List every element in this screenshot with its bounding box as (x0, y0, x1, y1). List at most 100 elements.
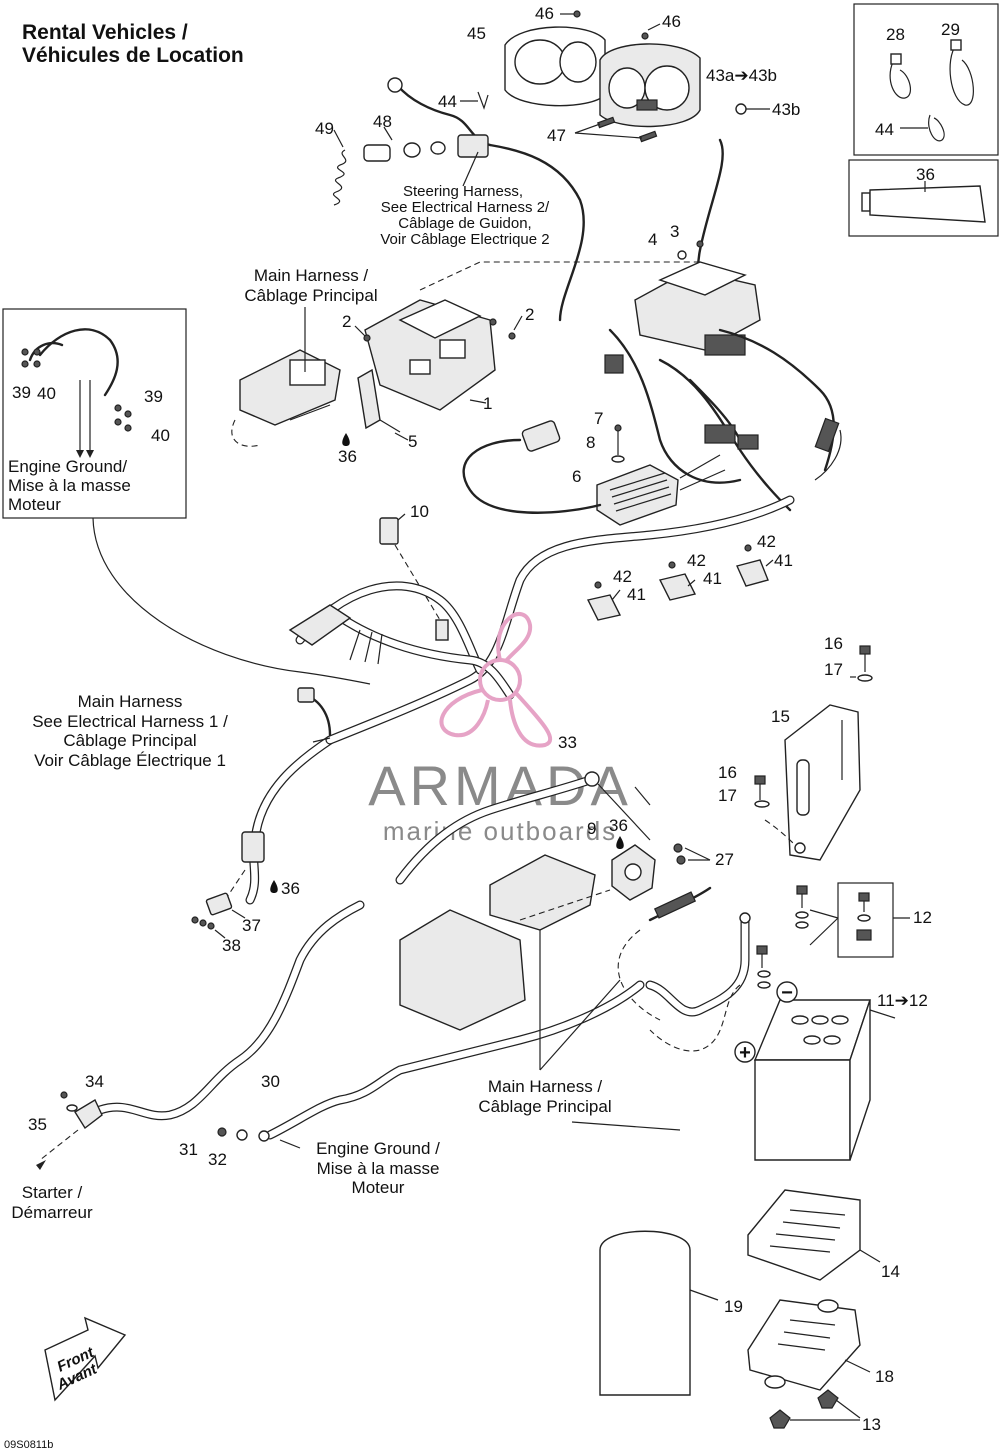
main-top-line-1: Main Harness / (254, 266, 369, 285)
callout-34: 34 (85, 1072, 104, 1091)
starter-line-1: Starter / (22, 1183, 83, 1202)
callout-35: 35 (28, 1115, 47, 1134)
battery-11 (734, 981, 871, 1161)
callout-41c: 41 (774, 551, 793, 570)
cable-tie-29 (949, 39, 974, 106)
callout-2a: 2 (342, 312, 351, 331)
callout-45: 45 (467, 24, 486, 43)
callout-42b: 42 (687, 551, 706, 570)
lanyard-post-48 (363, 126, 489, 162)
caption-starter: Starter / Démarreur (11, 1183, 93, 1222)
caption-engine-ground-bottom: Engine Ground / Mise à la masse Moteur (316, 1139, 440, 1197)
callout-48: 48 (373, 112, 392, 131)
callout-30: 30 (261, 1072, 280, 1091)
callout-11-12: 11➔12 (877, 991, 928, 1010)
main-bottom-line-2: Câblage Principal (478, 1097, 611, 1116)
callout-44-inset: 44 (875, 120, 894, 139)
callout-17a: 17 (824, 660, 843, 679)
callout-43: 43a➔43b (706, 66, 777, 85)
grease-tube-inset (848, 159, 999, 237)
callout-19: 19 (724, 1297, 743, 1316)
callout-39b: 39 (144, 387, 163, 406)
engine-ground-inset-line-3: Moteur (8, 495, 61, 514)
callout-1: 1 (483, 394, 492, 413)
grommets-13 (769, 1389, 861, 1429)
callout-36-inset: 36 (916, 165, 935, 184)
leader-lines (289, 151, 896, 1131)
hardware-inset-12 (837, 882, 894, 958)
screws-46 (560, 10, 661, 40)
callout-42a: 42 (613, 567, 632, 586)
battery-holder-18 (747, 1299, 871, 1391)
starter-line-2: Démarreur (11, 1203, 93, 1222)
callout-14: 14 (881, 1262, 900, 1281)
callout-10: 10 (410, 502, 429, 521)
steering-line-2: See Electrical Harness 2/ (381, 199, 550, 216)
battery-tray-14 (747, 1189, 881, 1281)
fuse-holder-upper (604, 261, 761, 374)
callout-38: 38 (222, 936, 241, 955)
callout-15: 15 (771, 707, 790, 726)
callout-43b: 43b (772, 100, 800, 119)
callout-5: 5 (408, 432, 417, 451)
upper-harness-bundle (608, 328, 842, 512)
callout-46b: 46 (662, 12, 681, 31)
callout-46a: 46 (535, 4, 554, 23)
callout-32: 32 (208, 1150, 227, 1169)
callout-41b: 41 (703, 569, 722, 588)
callout-39a: 39 (12, 383, 31, 402)
support-bracket-1 (364, 261, 700, 411)
engine-ground-bottom-line-1: Engine Ground / (316, 1139, 440, 1158)
engine-ground-inset-line-1: Engine Ground/ (8, 457, 127, 476)
hardware-12 (809, 892, 910, 946)
callout-29: 29 (941, 20, 960, 39)
caption-engine-ground-inset: Engine Ground/ Mise à la masse Moteur (8, 457, 131, 514)
caption-main-harness-bottom: Main Harness / Câblage Principal (478, 1077, 611, 1116)
callout-41a: 41 (627, 585, 646, 604)
clip-44 (460, 91, 489, 110)
callout-37: 37 (242, 916, 261, 935)
callout-40b: 40 (151, 426, 170, 445)
armada-logo (439, 612, 553, 748)
gauge-bezel-45 (504, 26, 606, 107)
seals-38 (191, 916, 226, 939)
battery-minus-symbol: − (781, 982, 793, 1004)
callout-40a: 40 (37, 384, 56, 403)
steering-line-1: Steering Harness, (403, 183, 523, 200)
callout-12: 12 (913, 908, 932, 927)
callout-47: 47 (547, 126, 566, 145)
cable-tie-44-inset (900, 114, 945, 142)
callout-4: 4 (648, 230, 657, 249)
bulb-43b (735, 103, 747, 115)
fuse-holder-left (231, 349, 341, 447)
battery-plus-symbol: + (739, 1042, 751, 1064)
connector-37 (205, 892, 246, 919)
cable-tie-28 (889, 53, 912, 99)
battery-bracket-15 (784, 704, 861, 861)
callout-13: 13 (862, 1415, 881, 1434)
title-line-1: Rental Vehicles / (22, 21, 188, 44)
callout-42c: 42 (757, 532, 776, 551)
engine-ground-wire (92, 517, 371, 685)
callout-18: 18 (875, 1367, 894, 1386)
relay-9 (611, 843, 711, 901)
voltage-regulator-6 (596, 454, 726, 526)
screw-3 (677, 240, 704, 260)
callout-44: 44 (438, 92, 457, 111)
callout-17b: 17 (718, 786, 737, 805)
starter-cable (36, 900, 365, 1170)
clips-41-42 (586, 544, 774, 621)
callout-6: 6 (572, 467, 581, 486)
connector-10 (379, 513, 449, 641)
callout-8: 8 (586, 433, 595, 452)
callout-16b: 16 (718, 763, 737, 782)
main-bottom-line-1: Main Harness / (488, 1077, 603, 1096)
callout-7: 7 (594, 409, 603, 428)
negative-cable (645, 912, 751, 1052)
callout-27: 27 (715, 850, 734, 869)
callout-49: 49 (315, 119, 334, 138)
regulator-connector-wire (462, 420, 602, 514)
drawing-code: 09S0811b (4, 1439, 53, 1451)
main-left-line-4: Voir Câblage Électrique 1 (34, 751, 226, 770)
